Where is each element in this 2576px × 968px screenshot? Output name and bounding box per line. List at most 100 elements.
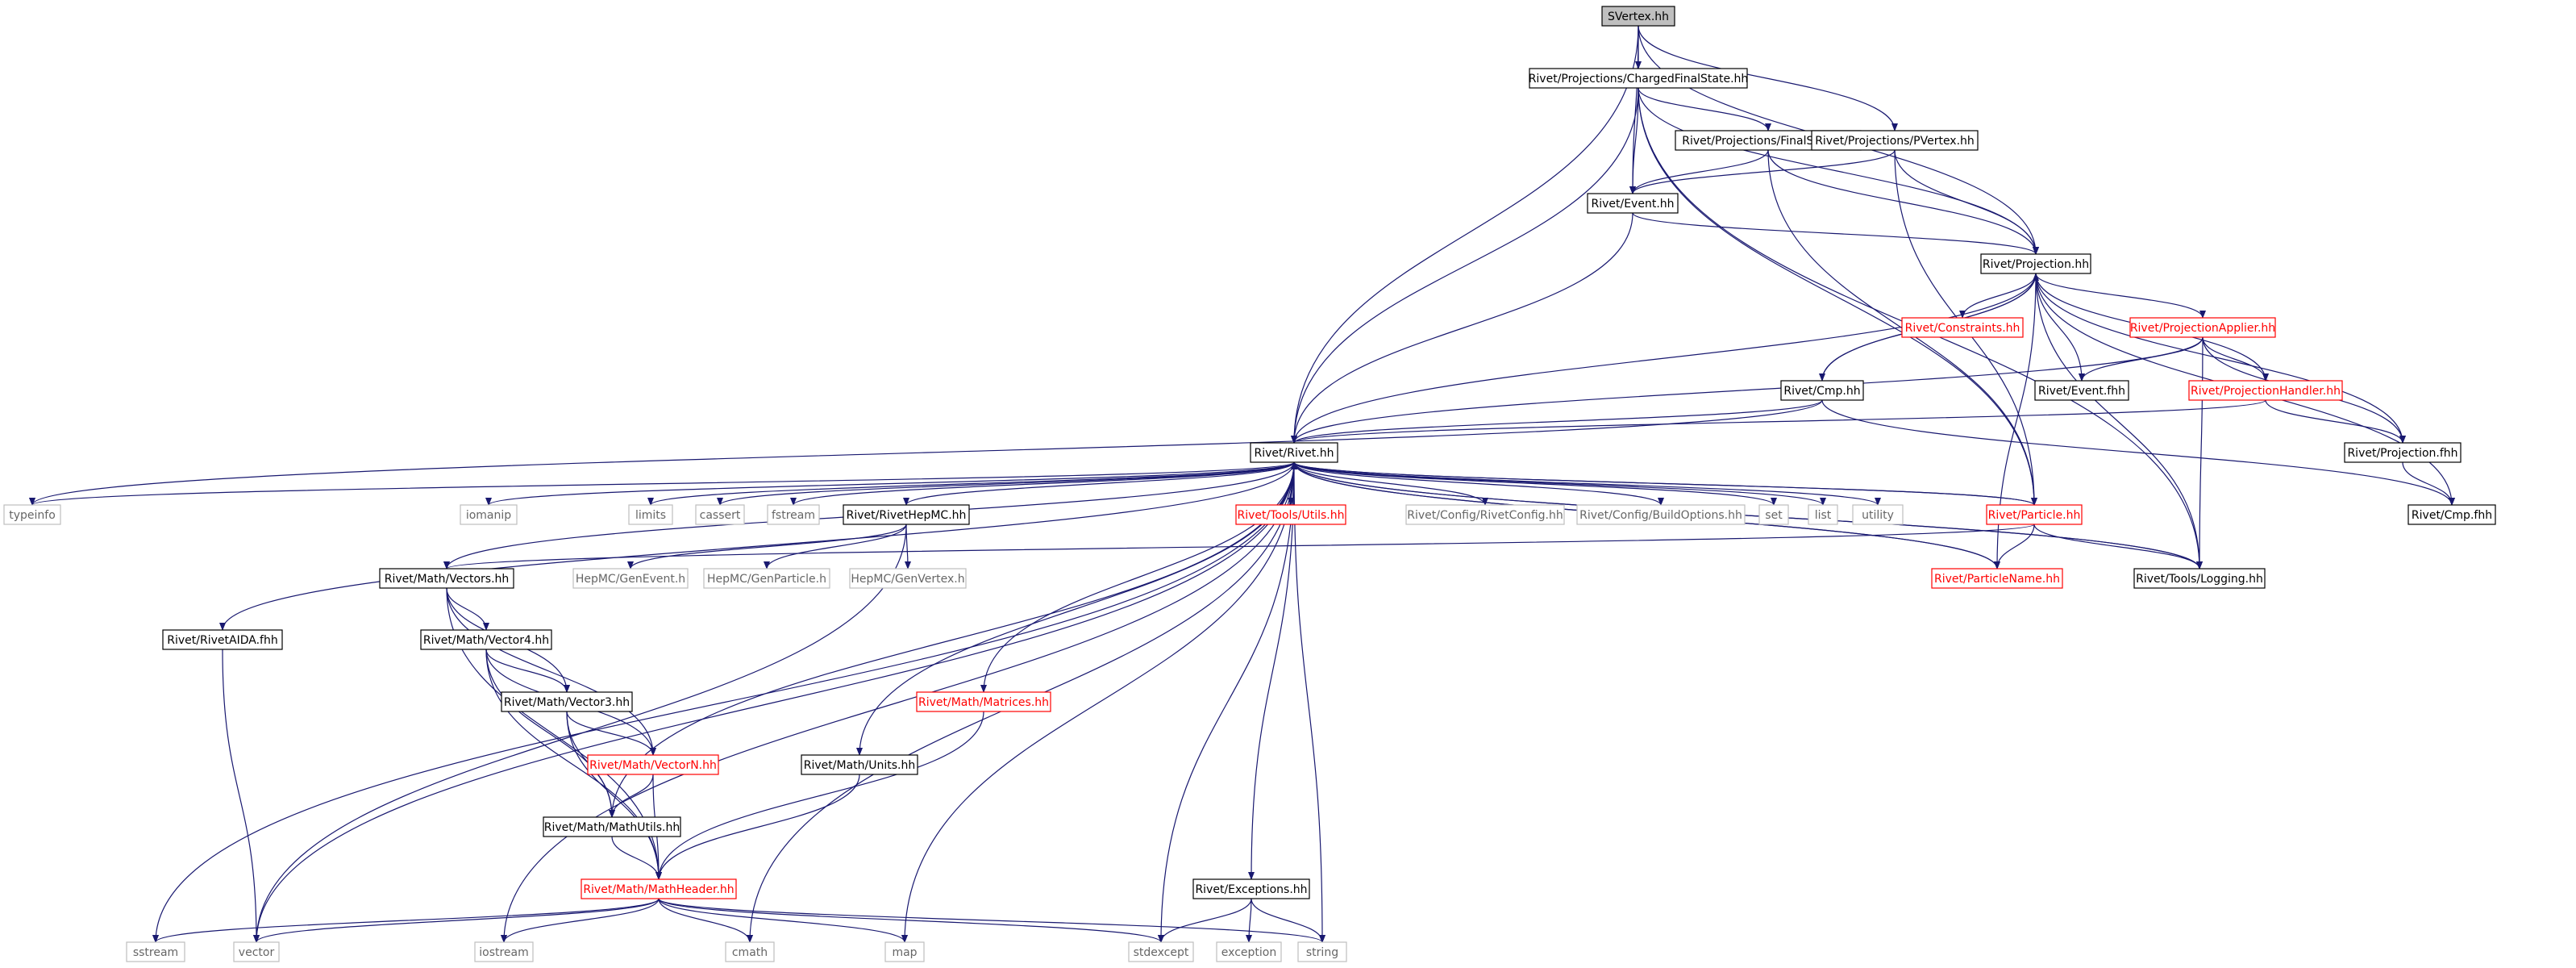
edge-particle-to-logging	[2033, 524, 2203, 570]
edge-vectors-to-vectorn	[446, 587, 656, 756]
node-label-toolsutils: Rivet/Tools/Utils.hh	[1238, 509, 1345, 522]
edge-mathheader-to-map	[658, 898, 908, 943]
node-projfhh[interactable]: Rivet/Projection.fhh	[2344, 442, 2462, 463]
edge-exceptions-to-stdexcept	[1158, 898, 1252, 943]
node-box-genevent	[572, 568, 689, 589]
node-cfs[interactable]: Rivet/Projections/ChargedFinalState.hh	[1529, 68, 1749, 89]
node-label-event: Rivet/Event.hh	[1591, 198, 1674, 211]
edge-cfs-to-rivet	[1291, 87, 1639, 444]
node-label-pvertex: Rivet/Projections/PVertex.hh	[1815, 135, 1975, 148]
node-box-projection	[1980, 253, 2091, 274]
edge-rivet-to-limits	[647, 461, 1295, 506]
node-projection[interactable]: Rivet/Projection.hh	[1980, 253, 2091, 274]
edge-rivet-to-fstream	[790, 461, 1295, 506]
edge-rivethepmc-to-vector	[253, 524, 907, 943]
node-rivetaida[interactable]: Rivet/RivetAIDA.fhh	[162, 629, 283, 650]
edge-rivet-to-set	[1293, 461, 1777, 506]
node-box-vector	[233, 941, 280, 962]
edge-particle-to-vectors	[443, 524, 2035, 570]
node-label-svertex: SVertex.hh	[1608, 10, 1669, 23]
node-constraints[interactable]: Rivet/Constraints.hh	[1901, 317, 2024, 338]
node-rivet[interactable]: Rivet/Rivet.hh	[1250, 442, 1338, 463]
node-vector4[interactable]: Rivet/Math/Vector4.hh	[420, 629, 552, 650]
node-sstream: sstream	[126, 941, 185, 962]
node-projhandler[interactable]: Rivet/ProjectionHandler.hh	[2188, 380, 2343, 401]
node-label-projhandler: Rivet/ProjectionHandler.hh	[2191, 385, 2341, 398]
node-label-particle: Rivet/Particle.hh	[1988, 509, 2081, 522]
node-label-constraints: Rivet/Constraints.hh	[1905, 322, 2020, 335]
nodes-layer: SVertex.hhRivet/Projections/ChargedFinal…	[3, 6, 2496, 962]
node-label-logging: Rivet/Tools/Logging.hh	[2136, 573, 2263, 586]
node-iomanip: iomanip	[460, 504, 518, 525]
node-box-event	[1587, 193, 1679, 214]
edge-cmp-to-typeinfo	[29, 399, 1823, 506]
node-box-rivetconfig	[1405, 504, 1565, 525]
node-box-particlename	[1931, 568, 2063, 589]
edge-projhandler-to-projfhh	[2265, 399, 2406, 444]
node-pvertex[interactable]: Rivet/Projections/PVertex.hh	[1811, 130, 1979, 151]
node-map: map	[884, 941, 925, 962]
edge-rivetaida-to-vector	[222, 649, 260, 943]
node-mathheader[interactable]: Rivet/Math/MathHeader.hh	[581, 878, 737, 899]
edge-projapplier-to-rivet	[1291, 336, 2204, 444]
node-box-cassert	[695, 504, 745, 525]
node-cmpfhh[interactable]: Rivet/Cmp.fhh	[2407, 504, 2496, 525]
node-vector3[interactable]: Rivet/Math/Vector3.hh	[501, 691, 633, 712]
edge-projapplier-to-logging	[2196, 336, 2204, 570]
node-cmp[interactable]: Rivet/Cmp.hh	[1780, 380, 1864, 401]
node-box-rivet	[1250, 442, 1338, 463]
edge-mathheader-to-sstream	[152, 898, 660, 943]
node-toolsutils[interactable]: Rivet/Tools/Utils.hh	[1235, 504, 1346, 525]
node-mathutils[interactable]: Rivet/Math/MathUtils.hh	[543, 816, 681, 837]
node-genvertex: HepMC/GenVertex.h	[849, 568, 967, 589]
node-svertex[interactable]: SVertex.hh	[1601, 6, 1675, 27]
node-box-set	[1758, 504, 1789, 525]
node-list: list	[1808, 504, 1838, 525]
node-label-iostream: iostream	[479, 946, 529, 959]
edge-svertex-to-event	[1629, 25, 1639, 194]
node-particlename[interactable]: Rivet/ParticleName.hh	[1931, 568, 2063, 589]
node-limits: limits	[628, 504, 673, 525]
node-label-exception: exception	[1221, 946, 1276, 959]
edge-projfhh-to-cmpfhh	[2402, 461, 2455, 506]
edge-projection-to-logging	[2035, 273, 2203, 570]
edge-event-to-rivet	[1291, 212, 1633, 444]
node-label-buildoptions: Rivet/Config/BuildOptions.hh	[1579, 509, 1742, 522]
node-vectorn[interactable]: Rivet/Math/VectorN.hh	[587, 754, 719, 775]
node-matrices[interactable]: Rivet/Math/Matrices.hh	[916, 691, 1051, 712]
edge-logging-to-rivet	[1291, 461, 2200, 570]
node-fstream: fstream	[767, 504, 820, 525]
edge-vectors-to-vector4	[446, 587, 489, 631]
node-vectors[interactable]: Rivet/Math/Vectors.hh	[379, 568, 514, 589]
edge-vector4-to-mathutils	[485, 649, 615, 818]
node-rivethepmc[interactable]: Rivet/RivetHepMC.hh	[843, 504, 970, 525]
node-label-projfhh: Rivet/Projection.fhh	[2347, 447, 2457, 460]
node-exceptions[interactable]: Rivet/Exceptions.hh	[1192, 878, 1310, 899]
node-label-stdexcept: stdexcept	[1134, 946, 1189, 959]
edge-rivet-to-cassert	[717, 461, 1295, 506]
node-box-vector3	[501, 691, 633, 712]
edge-matrices-to-mathheader	[655, 711, 984, 880]
edge-projection-to-projapplier	[2035, 273, 2206, 319]
edge-projection-to-projfhh	[2035, 273, 2406, 444]
node-box-toolsutils	[1235, 504, 1346, 525]
node-label-rivet: Rivet/Rivet.hh	[1255, 447, 1334, 460]
node-box-genvertex	[849, 568, 967, 589]
node-projapplier[interactable]: Rivet/ProjectionApplier.hh	[2129, 317, 2276, 338]
node-box-rivetaida	[162, 629, 283, 650]
node-units[interactable]: Rivet/Math/Units.hh	[801, 754, 918, 775]
node-box-cmath	[725, 941, 775, 962]
node-event[interactable]: Rivet/Event.hh	[1587, 193, 1679, 214]
node-box-constraints	[1901, 317, 2024, 338]
edge-projhandler-to-rivet	[1291, 399, 2266, 444]
node-label-matrices: Rivet/Math/Matrices.hh	[918, 696, 1049, 709]
node-iostream: iostream	[474, 941, 534, 962]
node-box-units	[801, 754, 918, 775]
node-eventfhh[interactable]: Rivet/Event.fhh	[2034, 380, 2129, 401]
edge-projapplier-to-projhandler	[2202, 336, 2269, 382]
node-box-projfhh	[2344, 442, 2462, 463]
node-logging[interactable]: Rivet/Tools/Logging.hh	[2133, 568, 2266, 589]
edge-svertex-to-pvertex	[1638, 25, 1898, 131]
node-particle[interactable]: Rivet/Particle.hh	[1986, 504, 2083, 525]
